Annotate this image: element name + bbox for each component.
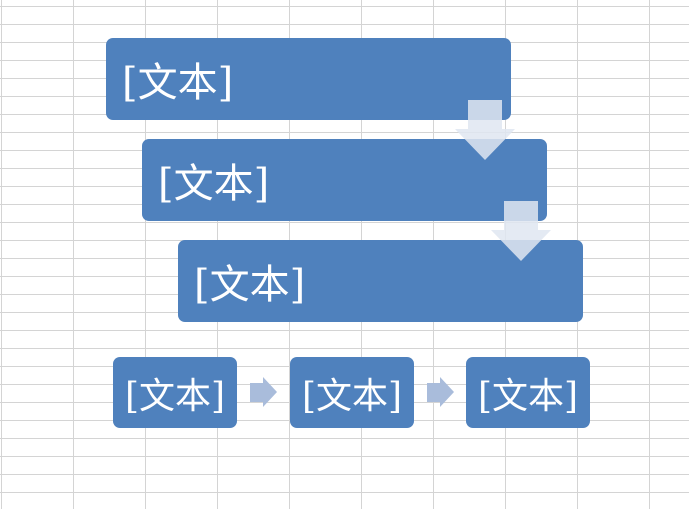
step-label-2: [文本]	[158, 161, 270, 207]
flow-box-3[interactable]: [文本]	[466, 357, 590, 428]
right-arrow-icon	[250, 377, 277, 407]
right-arrow-icon	[427, 377, 454, 407]
flow-label-3: [文本]	[477, 375, 579, 417]
step-label-3: [文本]	[194, 262, 306, 308]
step-box-3[interactable]: [文本]	[178, 240, 583, 322]
step-box-2[interactable]: [文本]	[142, 139, 547, 221]
step-box-1[interactable]: [文本]	[106, 38, 511, 120]
step-label-1: [文本]	[122, 60, 234, 106]
flow-box-2[interactable]: [文本]	[290, 357, 414, 428]
down-arrow-icon	[491, 201, 551, 261]
flow-label-2: [文本]	[301, 375, 403, 417]
down-arrow-icon	[455, 100, 515, 160]
flow-label-1: [文本]	[124, 375, 226, 417]
flow-box-1[interactable]: [文本]	[113, 357, 237, 428]
